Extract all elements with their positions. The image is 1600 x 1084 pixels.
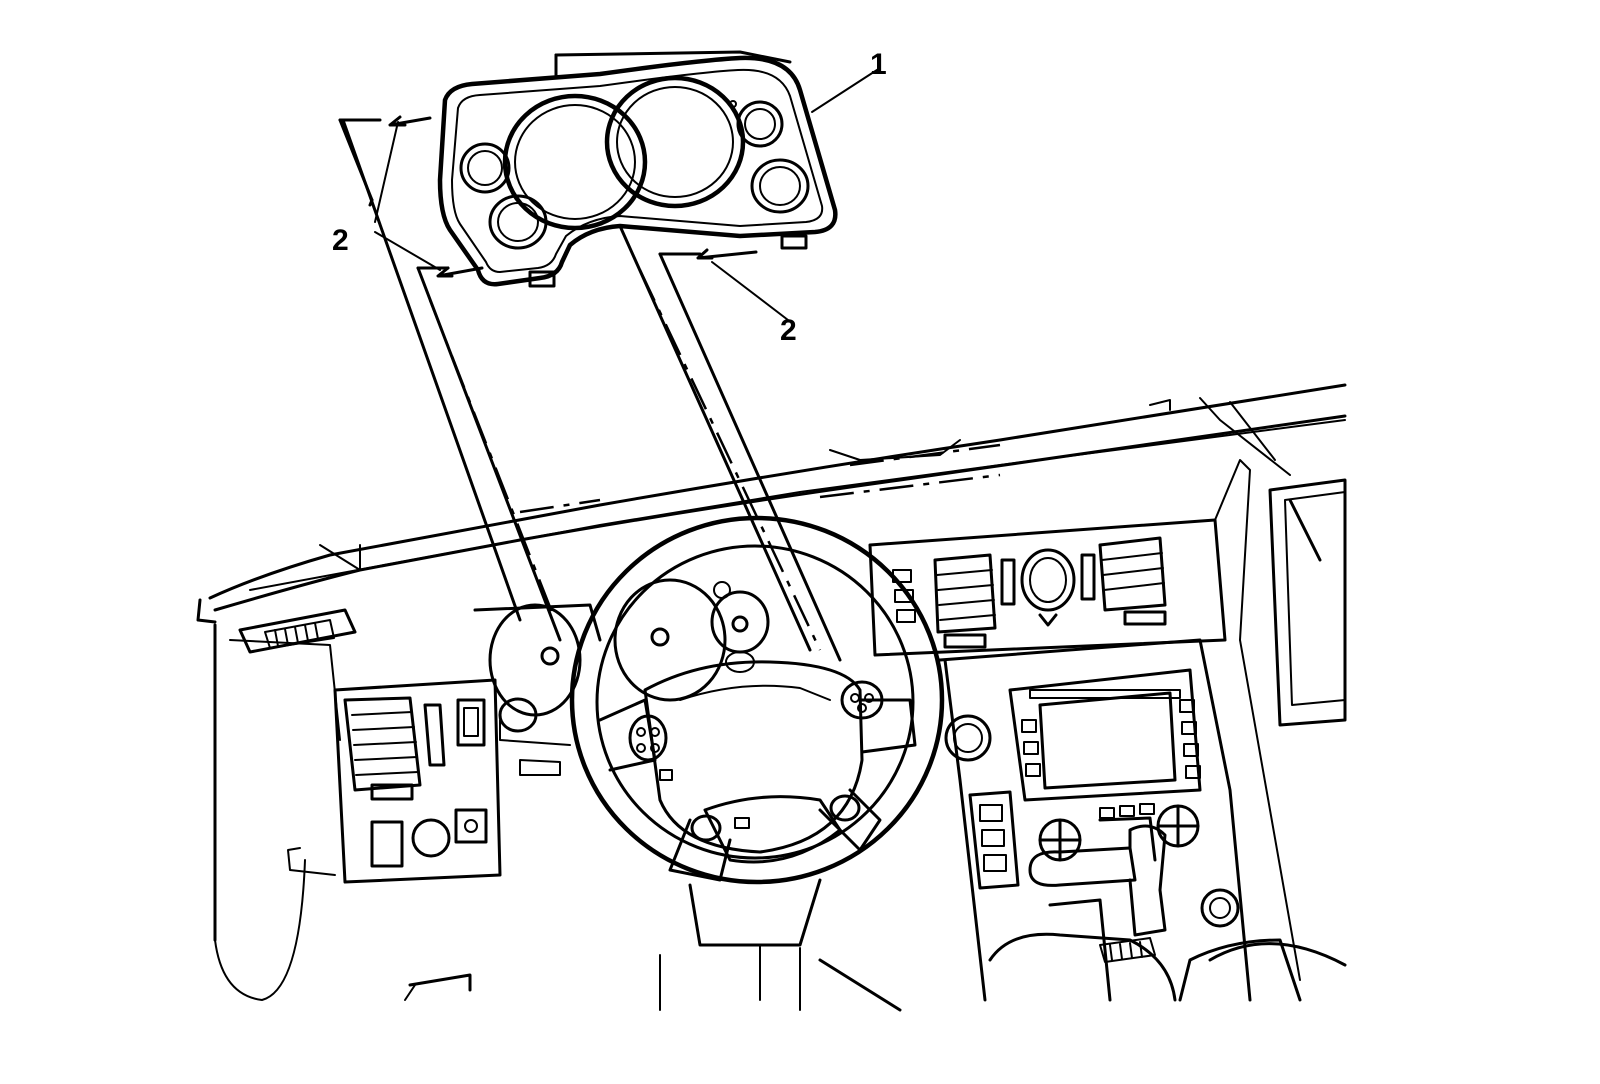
steering-wheel — [404, 515, 945, 1012]
radio-nav-unit — [944, 668, 1202, 802]
dashboard-top — [196, 383, 1347, 1001]
left-switch-panel — [287, 678, 502, 884]
callout-clip-upper-left: 2 — [332, 224, 349, 257]
shifter — [988, 824, 1347, 1002]
callout-bezel: 1 — [870, 48, 887, 81]
cluster-bezel — [437, 50, 838, 288]
hvac-controls — [968, 790, 1200, 890]
passenger-side-panel — [1239, 478, 1347, 981]
left-side-vent — [238, 608, 357, 654]
installed-cluster — [473, 578, 770, 776]
bezel-clips — [388, 115, 758, 278]
center-stack — [868, 459, 1252, 1002]
projection-lines — [341, 118, 842, 662]
callout-clip-lower: 2 — [780, 314, 797, 347]
